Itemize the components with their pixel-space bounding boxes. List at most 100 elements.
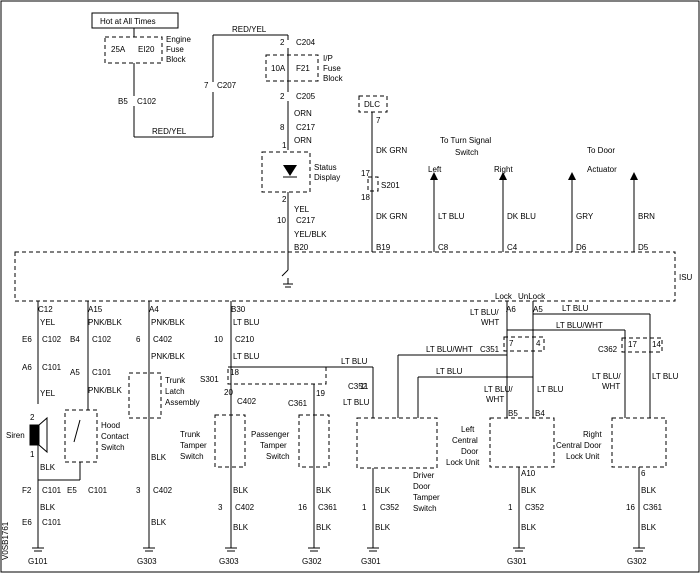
status-pin-1: 1: [282, 141, 287, 150]
wire-blk-12: BLK: [521, 523, 537, 532]
c102-label: C102: [137, 97, 157, 106]
c362-pin-14: 14: [652, 340, 661, 349]
c102-e6-pin: E6: [22, 335, 32, 344]
siren-pin-2: 2: [30, 413, 35, 422]
left-label: Left: [428, 165, 442, 174]
wire-yel-2: YEL: [40, 389, 56, 398]
engine-fuse-name-1: Engine: [166, 35, 191, 44]
dlc-box: [358, 95, 388, 113]
c102-b4-pin: B4: [70, 335, 80, 344]
pass-tamper-3: Switch: [266, 452, 290, 461]
c361-c-pin: 16: [626, 503, 635, 512]
c351-box: [503, 336, 545, 352]
right-arrow-icon: [499, 172, 507, 180]
c402-mid-label: C402: [237, 397, 257, 406]
c402-b-pin: 3: [136, 486, 141, 495]
wire-wht-1: WHT: [481, 318, 499, 327]
wire-blk-11: BLK: [521, 486, 537, 495]
pin-b30: B30: [231, 305, 246, 314]
wire-lt-blu-8: LT BLU: [652, 372, 679, 381]
wire-gry-d6: GRY: [576, 212, 594, 221]
wire-lt-blu-c8: LT BLU: [438, 212, 465, 221]
c361-b-pin: 16: [298, 503, 307, 512]
trunk-latch-3: Assembly: [165, 398, 200, 407]
c362-box: [621, 337, 663, 353]
trunk-tamper-1: Trunk: [180, 430, 201, 439]
left-cdl-1: Left: [461, 425, 475, 434]
ip-fuse-block: [265, 54, 319, 82]
right-label: Right: [494, 165, 513, 174]
c352-c-label: C352: [525, 503, 545, 512]
c102-b-label: C102: [92, 335, 112, 344]
isu-module: [14, 251, 676, 302]
wire-yel-blk: YEL/BLK: [294, 230, 327, 239]
to-turn-signal-1: To Turn Signal: [440, 136, 491, 145]
c101-e6-pin: E6: [22, 518, 32, 527]
pin-b19: B19: [376, 243, 391, 252]
c361-b-label: C361: [318, 503, 338, 512]
c205-pin: 2: [280, 92, 285, 101]
c402-top-label: C402: [153, 335, 173, 344]
c102-pin-b5: B5: [118, 97, 128, 106]
isu-label: ISU: [679, 273, 693, 282]
wire-lt-blu-wht-3: LT BLU/WHT: [426, 345, 473, 354]
c352-c-pin: 1: [508, 503, 513, 512]
pin-d6: D6: [576, 243, 587, 252]
c210-label: C210: [235, 335, 255, 344]
pin-c8: C8: [438, 243, 449, 252]
wire-dk-grn-2: DK GRN: [376, 212, 407, 221]
doc-id: V0SB1761: [1, 521, 10, 560]
s301-label: S301: [200, 375, 219, 384]
hot-at-all-times-box: [91, 12, 179, 29]
lock-label: Lock: [495, 292, 513, 301]
trunk-tamper-box: [214, 414, 246, 468]
c352-pin: 11: [360, 382, 369, 391]
ip-fuse-id: F21: [296, 64, 310, 73]
c101-a-label: C101: [42, 363, 62, 372]
wire-dk-grn-1: DK GRN: [376, 146, 407, 155]
wire-red-yel-top: RED/YEL: [232, 25, 267, 34]
c352-b-label: C352: [380, 503, 400, 512]
hot-at-all-times-label: Hot at All Times: [100, 17, 156, 26]
actuator-label: Actuator: [587, 165, 617, 174]
c362-pin-17: 17: [628, 340, 637, 349]
hood-label-2: Contact: [101, 432, 129, 441]
trunk-latch-box: [128, 372, 162, 419]
siren-pin-1: 1: [30, 450, 35, 459]
passenger-tamper-box: [298, 414, 330, 468]
wire-lt-blu-7: LT BLU: [537, 385, 564, 394]
hood-label-1: Hood: [101, 421, 120, 430]
trunk-latch-2: Latch: [165, 387, 185, 396]
s201-label: S201: [381, 181, 400, 190]
c402-c-pin: 3: [218, 503, 223, 512]
g302a-label: G302: [302, 557, 322, 566]
c402-b-label: C402: [153, 486, 173, 495]
c101-d-label: C101: [88, 486, 108, 495]
wire-yel-1: YEL: [40, 318, 56, 327]
c207-pin: 7: [204, 81, 209, 90]
wire-lt-blu-6: LT BLU: [562, 304, 589, 313]
s201-splice: [367, 176, 379, 192]
wire-blk-9: BLK: [375, 486, 391, 495]
right-cdl-1: Right: [583, 430, 602, 439]
wire-lt-blu-wht-5: LT BLU/: [592, 372, 621, 381]
status-display-box: [261, 151, 311, 193]
trunk-latch-1: Trunk: [165, 376, 186, 385]
c351-pin-7: 7: [509, 339, 514, 348]
c101-a6-pin: A6: [22, 363, 32, 372]
c101-b-label: C101: [92, 368, 112, 377]
c361-c-label: C361: [643, 503, 663, 512]
c362-label: C362: [598, 345, 618, 354]
wire-blk-2: BLK: [40, 503, 56, 512]
c217a-pin: 8: [280, 123, 285, 132]
pin-6: 6: [641, 469, 646, 478]
siren-icon: [29, 424, 40, 446]
wire-lt-blu-4: LT BLU: [343, 398, 370, 407]
s301-pin-18: 18: [230, 368, 239, 377]
status-display-label-2: Display: [314, 173, 340, 182]
c217b-pin: 10: [277, 216, 286, 225]
wire-blk-7: BLK: [316, 486, 332, 495]
g301a-label: G301: [361, 557, 381, 566]
